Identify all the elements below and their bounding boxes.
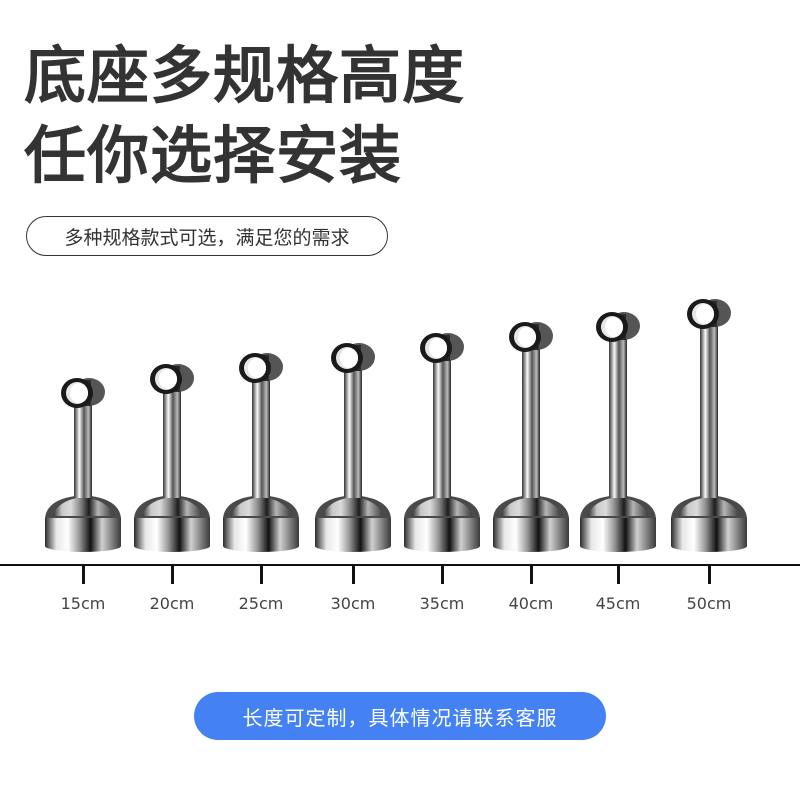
ruler-label-35cm: 35cm — [419, 594, 465, 613]
ruler-label-15cm: 15cm — [60, 594, 106, 613]
ruler-label-30cm: 30cm — [330, 594, 376, 613]
ruler-tick — [441, 566, 444, 584]
ruler-tick — [82, 566, 85, 584]
ruler-tick — [260, 566, 263, 584]
ruler-label-45cm: 45cm — [595, 594, 641, 613]
ruler-tick — [530, 566, 533, 584]
wall-bracket-30cm — [315, 343, 391, 552]
wall-bracket-25cm — [223, 353, 299, 552]
ruler-tick — [352, 566, 355, 584]
headline-line-2: 任你选择安装 — [24, 119, 403, 192]
ruler-label-40cm: 40cm — [508, 594, 554, 613]
ruler-label-20cm: 20cm — [149, 594, 195, 613]
wall-bracket-40cm — [493, 322, 569, 552]
wall-bracket-35cm — [404, 333, 480, 552]
wall-bracket-50cm — [671, 299, 747, 552]
ruler-label-50cm: 50cm — [686, 594, 732, 613]
ruler-label-25cm: 25cm — [238, 594, 284, 613]
customize-length-banner: 长度可定制，具体情况请联系客服 — [194, 692, 606, 740]
subtitle-text: 多种规格款式可选，满足您的需求 — [64, 226, 350, 249]
subtitle-pill: 多种规格款式可选，满足您的需求 — [26, 216, 388, 256]
headline-line-1: 底座多规格高度 — [24, 39, 466, 112]
wall-bracket-45cm — [580, 312, 656, 552]
cta-text: 长度可定制，具体情况请联系客服 — [242, 705, 558, 730]
wall-bracket-20cm — [134, 364, 210, 552]
wall-bracket-15cm — [45, 378, 121, 552]
ruler-tick — [708, 566, 711, 584]
ruler-tick — [171, 566, 174, 584]
ruler-tick — [617, 566, 620, 584]
ruler-line — [0, 564, 800, 566]
